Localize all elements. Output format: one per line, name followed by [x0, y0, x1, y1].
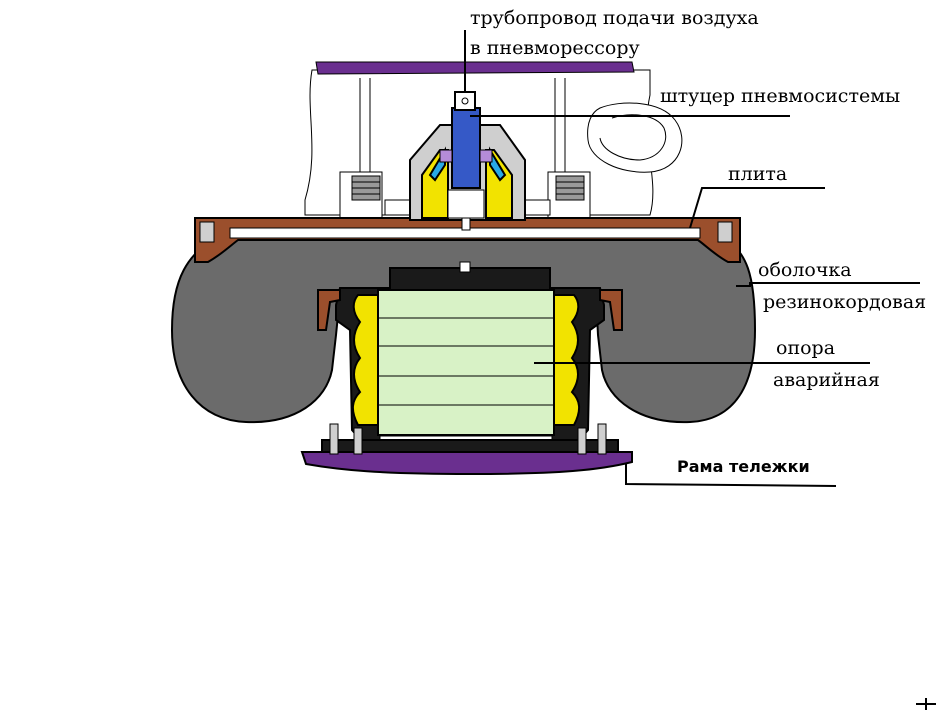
bogie-frame — [300, 451, 633, 476]
label-pneumatic-fitting: штуцер пневмосистемы — [660, 85, 900, 107]
label-air-supply-line-2: в пневморессору — [470, 37, 640, 59]
label-bogie-frame: Рама тележки — [677, 457, 810, 476]
label-support-line-2: аварийная — [773, 369, 880, 391]
corner-mark — [916, 698, 936, 710]
emergency-support — [377, 289, 555, 443]
frame-bolts — [329, 423, 607, 455]
leader-lines — [470, 115, 920, 487]
label-shell-line-2: резинокордовая — [763, 291, 926, 313]
spring-bolts — [351, 175, 585, 201]
label-plate: плита — [728, 163, 787, 185]
label-air-supply-line-1: трубопровод подачи воздуха — [470, 7, 759, 29]
car-body-beam — [315, 61, 635, 75]
support-rings — [352, 294, 580, 426]
label-support-line-1: опора — [776, 337, 835, 359]
pneumatic-fitting-assembly — [409, 30, 526, 231]
label-shell-line-1: оболочка — [758, 259, 852, 281]
